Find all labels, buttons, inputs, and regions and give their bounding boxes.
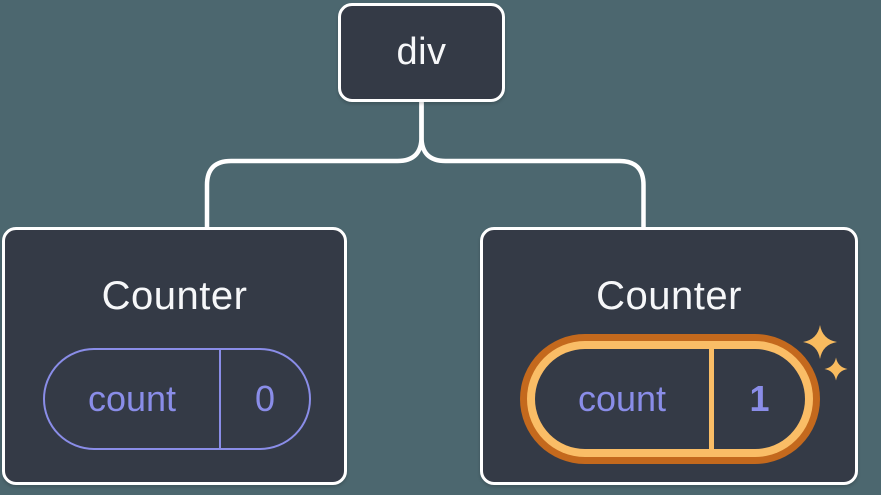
component-title: Counter: [101, 274, 248, 318]
state-value: 1: [749, 378, 770, 419]
state-pill-divider: [709, 349, 714, 449]
state-pill: count 0: [43, 348, 311, 450]
sparkle-icon: [803, 325, 848, 381]
sparkle-large-star: [803, 325, 837, 359]
state-pill-highlighted: count 1: [520, 334, 820, 464]
state-name-label: count: [577, 378, 667, 419]
root-node-div: div: [338, 3, 505, 102]
component-title: Counter: [596, 274, 742, 318]
state-pill-interior: count 1: [535, 349, 805, 449]
state-name-label: count: [87, 378, 177, 419]
highlight-ring: count 1: [527, 341, 813, 457]
state-value: 0: [254, 378, 276, 419]
counter-node-right: Counter count 1: [480, 227, 858, 485]
counter-node-left: Counter count 0: [2, 227, 347, 485]
connector-right-branch: [419, 97, 646, 232]
state-pill-divider: [219, 350, 221, 448]
connector-left-branch: [204, 97, 424, 232]
sparkle-small-star: [824, 357, 848, 381]
root-node-label: div: [396, 31, 447, 73]
